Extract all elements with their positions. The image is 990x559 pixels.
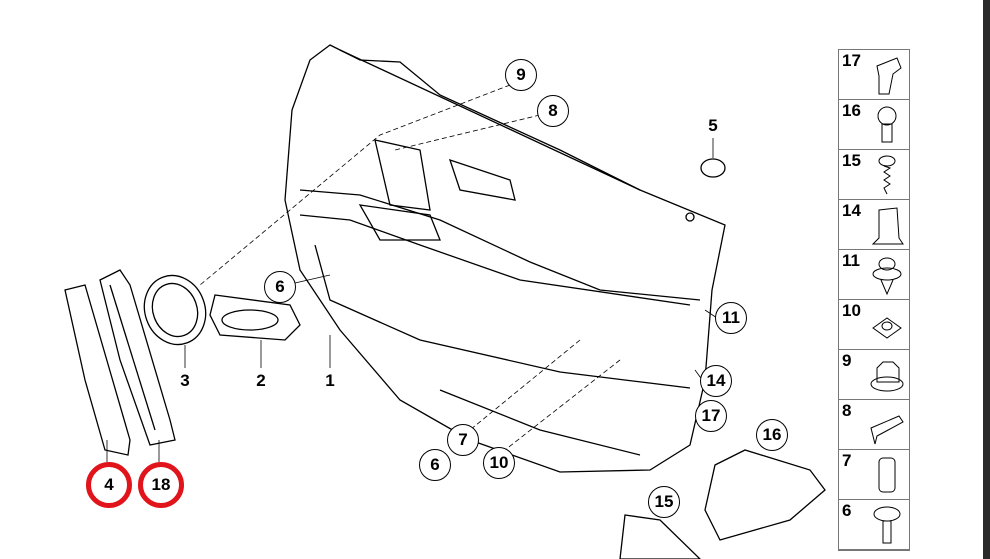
legend-item-10[interactable]: 10 (839, 300, 909, 350)
clip-icon (876, 57, 902, 95)
edge-clip-icon (870, 415, 904, 445)
speaker-cover-part-3 (143, 274, 207, 346)
handle-carrier-part-18 (99, 269, 176, 446)
label-2: 2 (256, 371, 266, 390)
legend-item-11[interactable]: 11 (839, 250, 909, 300)
legend-number: 9 (842, 351, 852, 370)
washer-screw-icon (873, 506, 901, 544)
legend-item-8[interactable]: 8 (839, 400, 909, 450)
label-5: 5 (708, 116, 718, 135)
legend-number: 16 (842, 101, 861, 120)
callout-10[interactable]: 10 (483, 447, 515, 479)
callout-6-lower[interactable]: 6 (419, 449, 451, 481)
label-3: 3 (180, 371, 190, 390)
callout-4-highlighted[interactable]: 4 (86, 462, 132, 508)
legend-item-9[interactable]: 9 (839, 350, 909, 400)
label-1: 1 (325, 371, 335, 390)
callout-8[interactable]: 8 (537, 95, 569, 127)
legend-item-17[interactable]: 17 (839, 50, 909, 100)
hex-nut-icon (870, 361, 904, 392)
parts-legend: 17 16 15 14 11 10 9 8 7 6 (838, 49, 910, 551)
legend-number: 6 (842, 501, 852, 520)
spring-nut-icon (871, 207, 904, 245)
callout-14[interactable]: 14 (700, 365, 732, 397)
callout-16[interactable]: 16 (756, 419, 788, 451)
expanding-rivet-icon (872, 257, 902, 296)
legend-number: 14 (842, 201, 861, 220)
window-edge (983, 0, 990, 559)
plastic-nut-icon (878, 457, 896, 493)
door-handle-part-2 (209, 294, 301, 341)
legend-item-7[interactable]: 7 (839, 450, 909, 500)
clip-part-5 (700, 158, 726, 178)
legend-number: 15 (842, 151, 861, 170)
square-nut-icon (872, 317, 902, 339)
callout-11[interactable]: 11 (715, 302, 747, 334)
legend-number: 7 (842, 451, 852, 470)
bracket-part-15 (619, 514, 701, 559)
legend-number: 10 (842, 301, 861, 320)
screw-icon (877, 106, 897, 143)
legend-item-16[interactable]: 16 (839, 100, 909, 150)
callout-7[interactable]: 7 (447, 424, 479, 456)
legend-number: 17 (842, 51, 861, 70)
callout-17[interactable]: 17 (695, 400, 727, 432)
callout-18-highlighted[interactable]: 18 (138, 462, 184, 508)
handle-cover-part-4 (64, 284, 131, 456)
self-tapping-screw-icon (878, 155, 896, 195)
callout-15[interactable]: 15 (648, 486, 680, 518)
legend-item-14[interactable]: 14 (839, 200, 909, 250)
callout-9[interactable]: 9 (505, 59, 537, 91)
bracket-part-16 (704, 449, 826, 541)
legend-item-15[interactable]: 15 (839, 150, 909, 200)
door-trim-panel (284, 44, 726, 473)
legend-number: 8 (842, 401, 852, 420)
legend-item-6[interactable]: 6 (839, 500, 909, 550)
callout-6[interactable]: 6 (264, 271, 296, 303)
legend-number: 11 (842, 251, 860, 270)
